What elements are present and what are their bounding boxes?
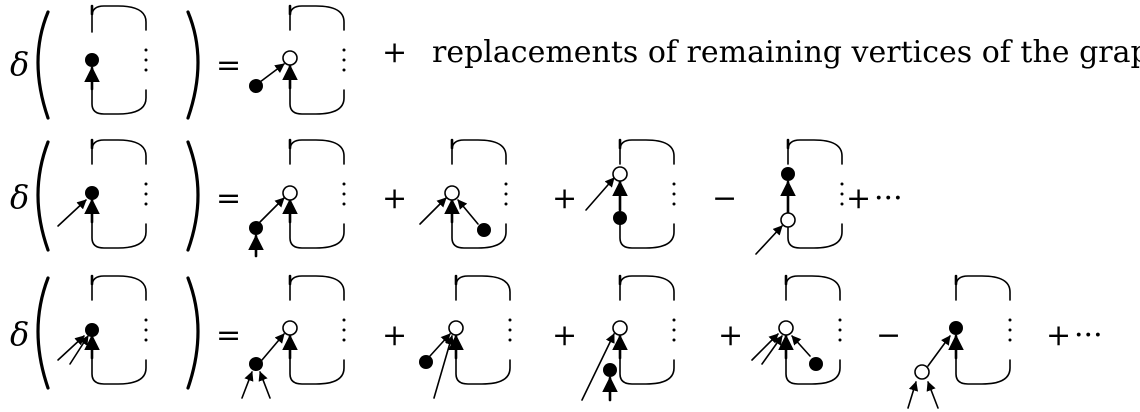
rhs-graph-row3-term5	[907, 274, 1012, 409]
plus-sign: +	[718, 318, 743, 353]
white-vertex	[282, 320, 298, 336]
minus-sign: −	[876, 318, 901, 353]
ellipsis: ···	[874, 181, 903, 216]
left-paren	[36, 10, 50, 120]
equation-row-3: δ = +	[10, 274, 1103, 409]
remaining-vertices-text: replacements of remaining vertices of th…	[432, 35, 1140, 70]
black-vertex	[419, 355, 433, 369]
white-vertex	[914, 364, 930, 380]
lhs-graph-row1	[84, 4, 148, 115]
left-paren	[36, 140, 50, 252]
black-vertex	[809, 357, 823, 371]
rhs-graph-row2-term3	[585, 138, 676, 249]
equals-sign: =	[216, 48, 241, 83]
rhs-graph-row3-term2	[419, 274, 512, 399]
rhs-graph-row2-term1	[248, 138, 346, 258]
equals-sign: =	[216, 318, 241, 353]
equation-row-1: δ = + replacements of remaining vertices…	[10, 4, 1140, 120]
black-vertex	[613, 211, 627, 225]
white-vertex	[444, 185, 460, 201]
black-vertex	[85, 186, 99, 200]
plus-sign: +	[552, 181, 577, 216]
white-vertex	[612, 320, 628, 336]
rhs-graph-row2-term4	[755, 138, 844, 255]
plus-sign: +	[846, 181, 871, 216]
lhs-graph-row3	[57, 274, 148, 385]
white-vertex	[778, 320, 794, 336]
right-paren	[186, 140, 200, 252]
right-paren	[186, 10, 200, 120]
right-paren	[186, 276, 200, 390]
plus-sign: +	[1046, 318, 1071, 353]
black-vertex	[85, 53, 99, 67]
white-vertex	[282, 50, 298, 66]
rhs-graph-row3-term3	[581, 274, 676, 402]
equation-row-2: δ = +	[10, 138, 903, 258]
delta-operator: δ	[10, 45, 29, 83]
white-vertex	[448, 320, 464, 336]
delta-operator: δ	[10, 315, 29, 353]
black-vertex	[85, 323, 99, 337]
delta-operator: δ	[10, 178, 29, 216]
white-vertex	[612, 166, 628, 182]
ellipsis: ···	[1074, 318, 1103, 353]
black-vertex	[249, 79, 263, 93]
black-vertex	[949, 321, 963, 335]
plus-sign: +	[382, 181, 407, 216]
rhs-graph-row2-term2	[419, 138, 508, 249]
lhs-graph-row2	[57, 138, 148, 249]
black-vertex	[603, 363, 617, 377]
rhs-graph-row3-term4	[751, 274, 842, 385]
minus-sign: −	[712, 181, 737, 216]
black-vertex	[477, 223, 491, 237]
white-vertex	[780, 212, 796, 228]
black-vertex	[249, 221, 263, 235]
white-vertex	[282, 185, 298, 201]
plus-sign: +	[382, 318, 407, 353]
plus-sign: +	[382, 35, 407, 70]
plus-sign: +	[552, 318, 577, 353]
rhs-graph-row1-term1	[249, 4, 346, 115]
black-vertex	[781, 167, 795, 181]
rhs-graph-row3-term1	[241, 274, 346, 399]
left-paren	[36, 276, 50, 390]
black-vertex	[249, 357, 263, 371]
equals-sign: =	[216, 181, 241, 216]
